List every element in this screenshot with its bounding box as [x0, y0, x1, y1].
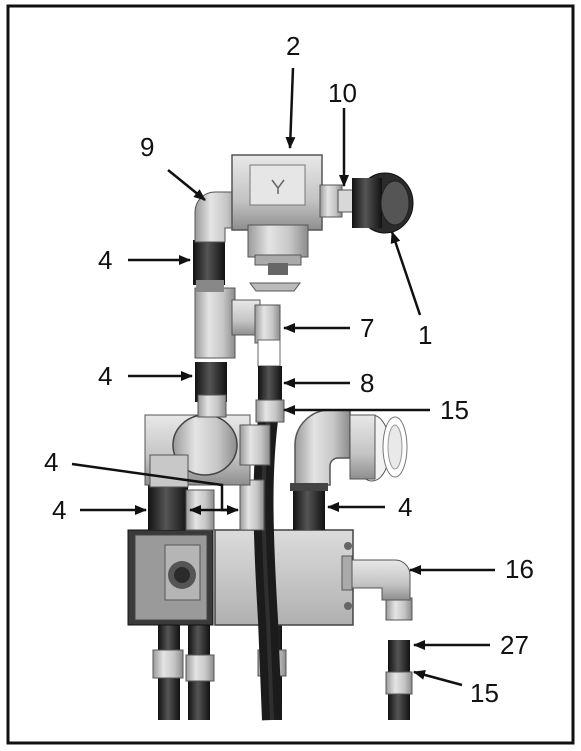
- leader-1: [390, 231, 422, 316]
- callout-4-lower-a: 4: [44, 447, 58, 477]
- callout-27: 27: [500, 630, 529, 660]
- callout-15-lower: 15: [470, 678, 499, 708]
- assembly-illustration: [127, 154, 414, 721]
- callout-10: 10: [328, 78, 357, 108]
- callout-2: 2: [286, 31, 300, 61]
- callout-8: 8: [360, 368, 374, 398]
- callout-9: 9: [140, 132, 154, 162]
- callout-arrows: [71, 67, 495, 687]
- callout-15-upper: 15: [440, 395, 469, 425]
- leader-15b: [413, 670, 463, 687]
- callout-4-lower-c: 4: [398, 492, 412, 522]
- leader-9: [167, 169, 206, 201]
- callout-7: 7: [360, 313, 374, 343]
- callout-4-lower-b: 4: [52, 495, 66, 525]
- callout-16: 16: [505, 554, 534, 584]
- leader-2: [285, 67, 296, 149]
- callout-4-middle: 4: [98, 361, 112, 391]
- manifold-block: [214, 529, 354, 626]
- callout-1: 1: [418, 320, 432, 350]
- callout-4-upper: 4: [98, 245, 112, 275]
- callout-labels: 2 10 9 4 7 1 4 8 15 4 4 4 16 27 15: [44, 31, 534, 708]
